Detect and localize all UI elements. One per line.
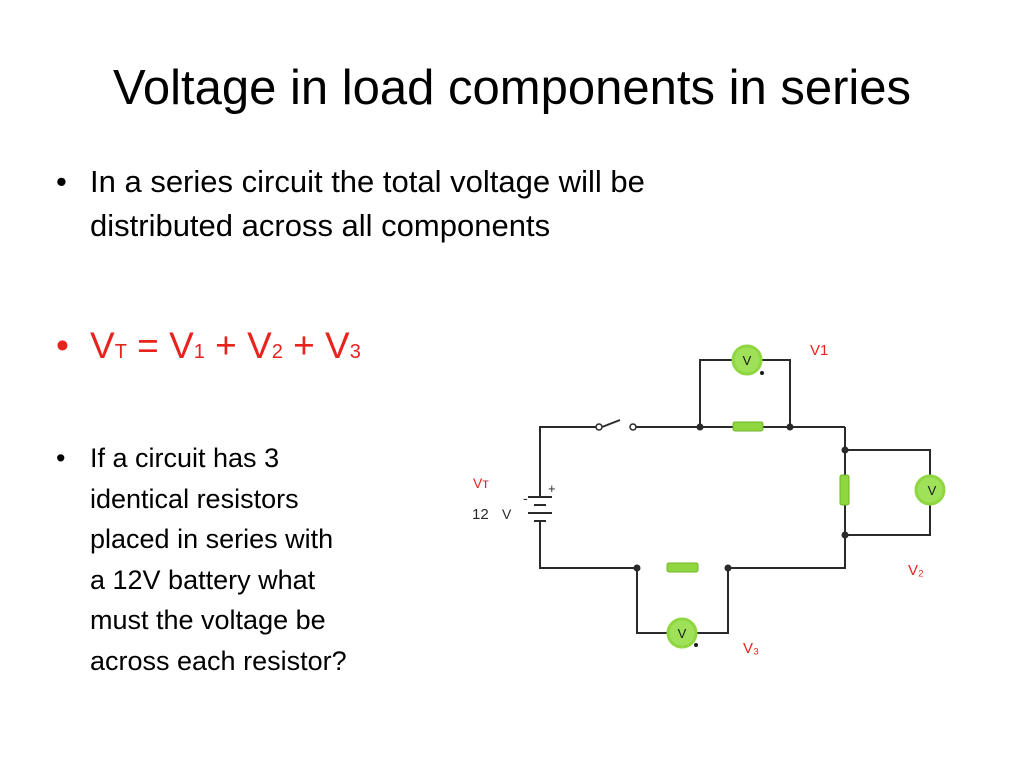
eq-v1: V1 <box>169 325 205 366</box>
wire-bottom-left <box>539 529 637 569</box>
voltage-equation: VT = V1 + V2 + V3 <box>90 322 361 376</box>
switch-contact <box>629 423 637 431</box>
bullet-marker: • <box>56 164 67 199</box>
wire-v3-right <box>697 568 729 634</box>
wire-left-top <box>539 426 596 493</box>
junction-dot <box>724 564 732 572</box>
voltmeter-v3: V <box>666 617 698 649</box>
switch <box>595 423 637 431</box>
meter-symbol: V <box>678 626 687 641</box>
series-circuit-diagram: + - V V V Vт 12 V V1 V₂ V₃ <box>472 342 946 657</box>
circuit-labels: Vт 12 V V1 V₂ V₃ <box>472 342 924 657</box>
eq-v3: V3 <box>325 325 361 366</box>
slide-title: Voltage in load components in series <box>112 61 912 115</box>
bullet-text: In a series circuit the total voltage wi… <box>90 164 645 243</box>
wire-v2-top <box>845 449 931 475</box>
voltmeter-v1: V <box>731 344 764 376</box>
eq-op: + <box>204 325 248 366</box>
voltmeter-icon <box>731 344 763 376</box>
question-text: If a circuit has 3 identical resistors p… <box>90 443 347 676</box>
resistors <box>666 421 850 573</box>
meter-symbol: V <box>928 483 937 498</box>
battery-plus: + <box>548 481 556 496</box>
voltmeter-icon <box>914 474 946 506</box>
eq-op: = <box>126 325 170 366</box>
junction-dot <box>786 423 794 431</box>
label-battery-value: 12 <box>472 506 489 523</box>
wire-right-bottom <box>728 505 846 569</box>
junction-dot <box>696 423 704 431</box>
battery: + - <box>523 481 556 529</box>
resistor-r1 <box>732 421 764 432</box>
junction-dots <box>633 423 849 572</box>
eq-v2: V2 <box>247 325 283 366</box>
junction-dot <box>841 531 849 539</box>
switch-contact <box>595 423 603 431</box>
resistor-r2 <box>839 474 850 506</box>
wire-v1-right <box>762 359 791 427</box>
label-vt: Vт <box>473 475 489 491</box>
switch-lever <box>601 419 621 428</box>
wire-v3-left <box>636 568 667 634</box>
label-v3: V₃ <box>743 640 759 657</box>
voltmeter-v2: V <box>914 474 946 506</box>
meter-symbol: V <box>743 353 752 368</box>
battery-minus: - <box>523 490 528 506</box>
voltmeter-icon <box>666 617 698 649</box>
circuit-wires <box>539 359 931 634</box>
junction-dot <box>841 446 849 454</box>
eq-op: + <box>282 325 326 366</box>
bullet-marker: • <box>56 443 66 473</box>
junction-dot <box>633 564 641 572</box>
wire-v1-left <box>699 359 732 427</box>
resistor-r3 <box>666 562 699 573</box>
label-v2: V₂ <box>908 562 924 579</box>
bullet-marker: • <box>56 325 69 366</box>
wire-v2-bottom <box>845 505 931 536</box>
label-battery-unit: V <box>502 506 512 522</box>
label-v1: V1 <box>810 342 828 359</box>
eq-vt: VT <box>90 325 127 366</box>
